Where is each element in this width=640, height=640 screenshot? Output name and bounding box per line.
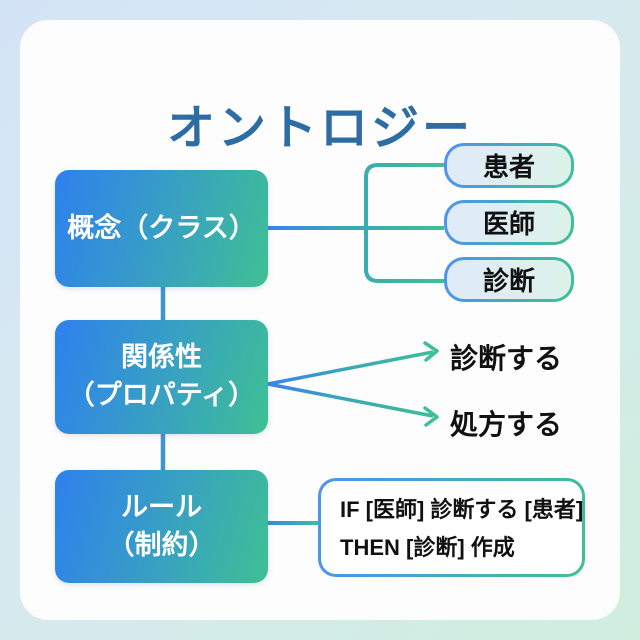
node-relation-label-line1: 関係性 [121, 342, 202, 373]
node-rule-label-line2: （制約） [107, 529, 216, 560]
pill-patient: 患者 [444, 143, 574, 188]
rule-statement-box: IF [医師] 診断する [患者] THEN [診断] 作成 [318, 478, 585, 577]
pill-doctor: 医師 [444, 200, 574, 245]
concept-top-branch-connector [364, 163, 444, 228]
rule-statement-line2: THEN [診断] 作成 [340, 535, 515, 560]
node-relation-label-line2: （プロパティ） [67, 380, 256, 410]
relation-arrow-upper-head [423, 341, 439, 362]
arrow-label-diagnose: 診断する [450, 343, 563, 374]
pill-patient-label: 患者 [482, 152, 535, 182]
relation-arrow-upper [267, 350, 434, 386]
arrow-label-prescribe: 処方する [450, 409, 563, 440]
node-rule-label-line1: ルール [121, 491, 202, 522]
relation-arrow-lower [267, 382, 434, 418]
rule-statement-line1: IF [医師] 診断する [患者] [340, 497, 584, 522]
pill-diagnosis-label: 診断 [482, 266, 535, 296]
relation-arrow-lower-head [423, 406, 439, 427]
pill-doctor-label: 医師 [482, 209, 535, 239]
node-concept-class: 概念（クラス） [55, 170, 268, 287]
page-title: オントロジー [166, 102, 473, 156]
concept-bottom-branch-connector [364, 228, 444, 283]
pill-diagnosis: 診断 [444, 257, 574, 302]
node-concept-label: 概念（クラス） [67, 212, 256, 243]
node-relation-property: 関係性 （プロパティ） [55, 320, 268, 434]
node-rule-constraint: ルール （制約） [55, 470, 268, 583]
